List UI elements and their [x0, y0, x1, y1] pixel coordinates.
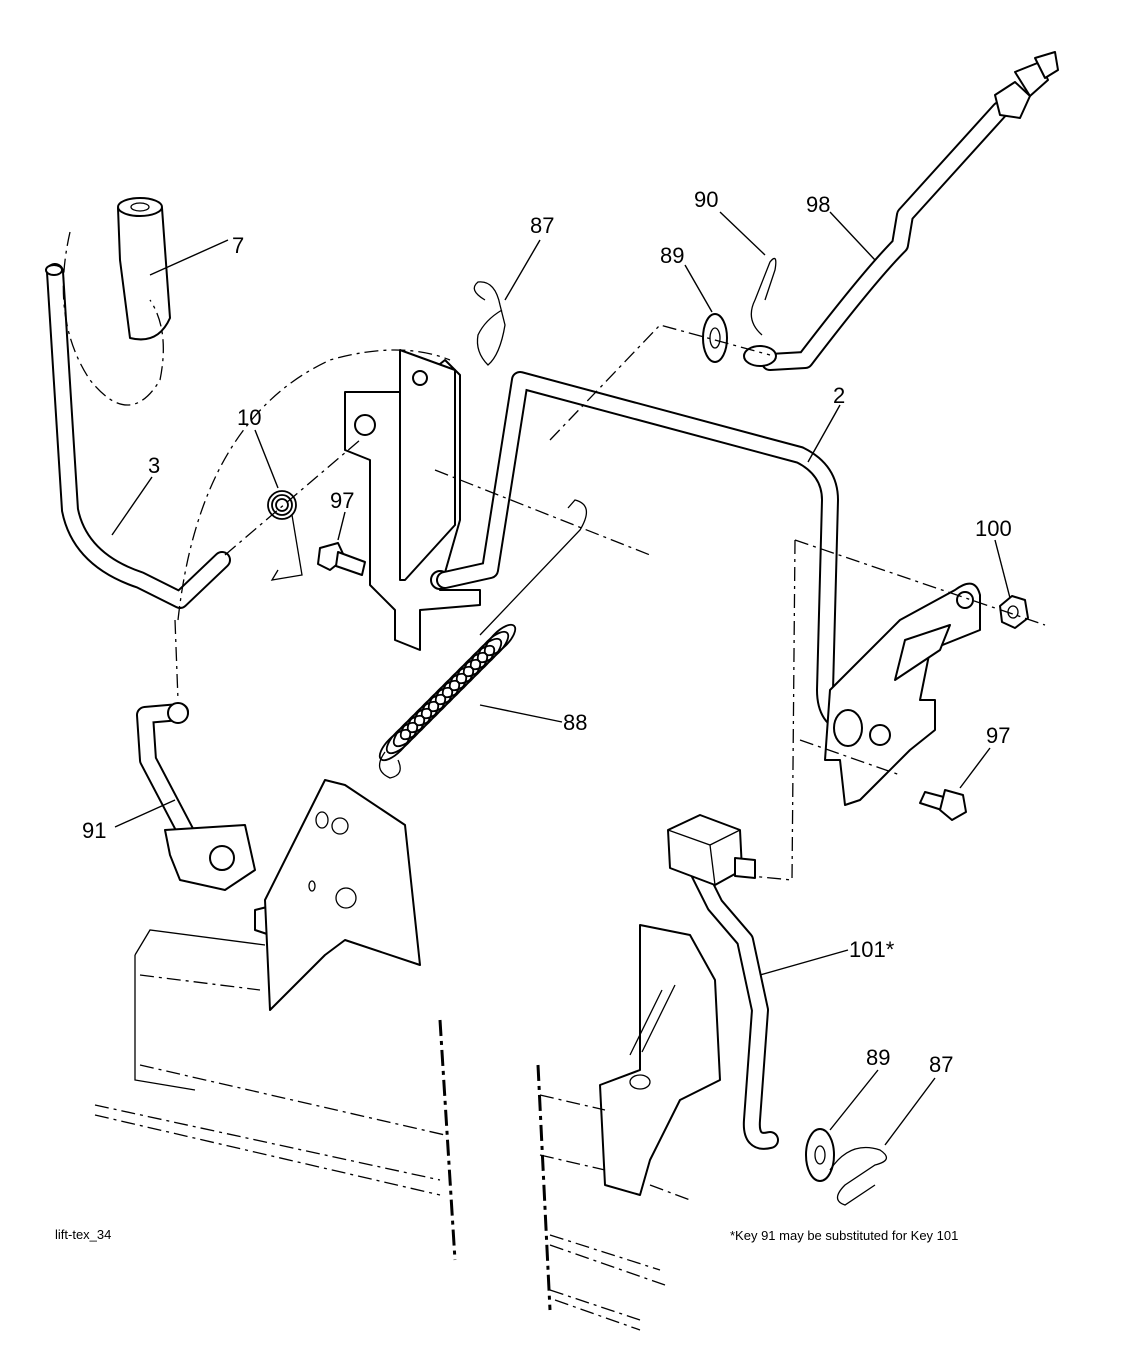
callout-89-top: 89: [660, 243, 684, 268]
callout-88: 88: [563, 710, 587, 735]
assembly-line-8: [177, 349, 451, 621]
washer-part-89-top: [702, 313, 728, 363]
assembly-line-2: [224, 439, 361, 556]
callout-10: 10: [237, 405, 261, 430]
hairpin-clip-part-87-top: [473, 281, 506, 366]
spring-coil: [462, 644, 496, 678]
callout-2: 2: [833, 383, 845, 408]
hairpin-clip-part-90: [750, 257, 777, 336]
callout-3: 3: [148, 453, 160, 478]
assembly-line-3: [434, 469, 651, 556]
right-pivot-bracket: [824, 582, 981, 806]
callout-101: 101*: [849, 937, 895, 962]
washer-part-89-bottom: [805, 1128, 835, 1182]
assembly-line-7: [799, 739, 901, 776]
right-deck-housing: [536, 1064, 691, 1331]
assembly-line-1: [174, 619, 179, 701]
adjustment-rod-part-98: [743, 51, 1059, 371]
assembly-line-5: [794, 539, 1046, 626]
bolt-part-97-right: [919, 789, 967, 821]
callout-90: 90: [694, 187, 718, 212]
callout-91: 91: [82, 818, 106, 843]
assembly-line-4: [549, 324, 771, 441]
torsion-spring-part-10: [267, 490, 303, 581]
handle-grip-part-7: [117, 197, 171, 341]
drawing-id: lift-tex_34: [55, 1227, 112, 1242]
left-deck-housing: [94, 929, 457, 1261]
lift-shaft-part-2: [436, 371, 857, 734]
callout-7: 7: [232, 233, 244, 258]
callout-98: 98: [806, 192, 830, 217]
spring-end-hook: [378, 751, 401, 779]
footnote: *Key 91 may be substituted for Key 101: [730, 1228, 959, 1243]
spring-coil: [469, 637, 503, 671]
extension-spring-part-88: [378, 623, 517, 779]
callout-97-left: 97: [330, 488, 354, 513]
leader-lines: [111, 211, 1011, 1146]
spring-coil: [476, 630, 510, 664]
assembly-line-6: [739, 539, 796, 881]
callout-97-right: 97: [986, 723, 1010, 748]
handle-insertion-line: [62, 231, 164, 406]
right-deck-bracket: [599, 924, 721, 1196]
lift-link-part-91: [136, 702, 286, 936]
spring-coil: [483, 623, 517, 657]
callout-89-bottom: 89: [866, 1045, 890, 1070]
spring-hook-rod: [479, 499, 587, 636]
left-deck-bracket: [264, 779, 421, 1011]
lift-handle-part-3: [45, 263, 231, 609]
hairpin-clip-part-87-bottom: [829, 1146, 887, 1206]
bolt-part-97-left: [317, 542, 366, 576]
lift-link-part-101: [667, 814, 779, 1150]
lift-bracket: [344, 349, 481, 651]
callout-87-top: 87: [530, 213, 554, 238]
hex-nut-part-100: [999, 595, 1029, 629]
callout-100: 100: [975, 516, 1012, 541]
callout-87-bottom: 87: [929, 1052, 953, 1077]
